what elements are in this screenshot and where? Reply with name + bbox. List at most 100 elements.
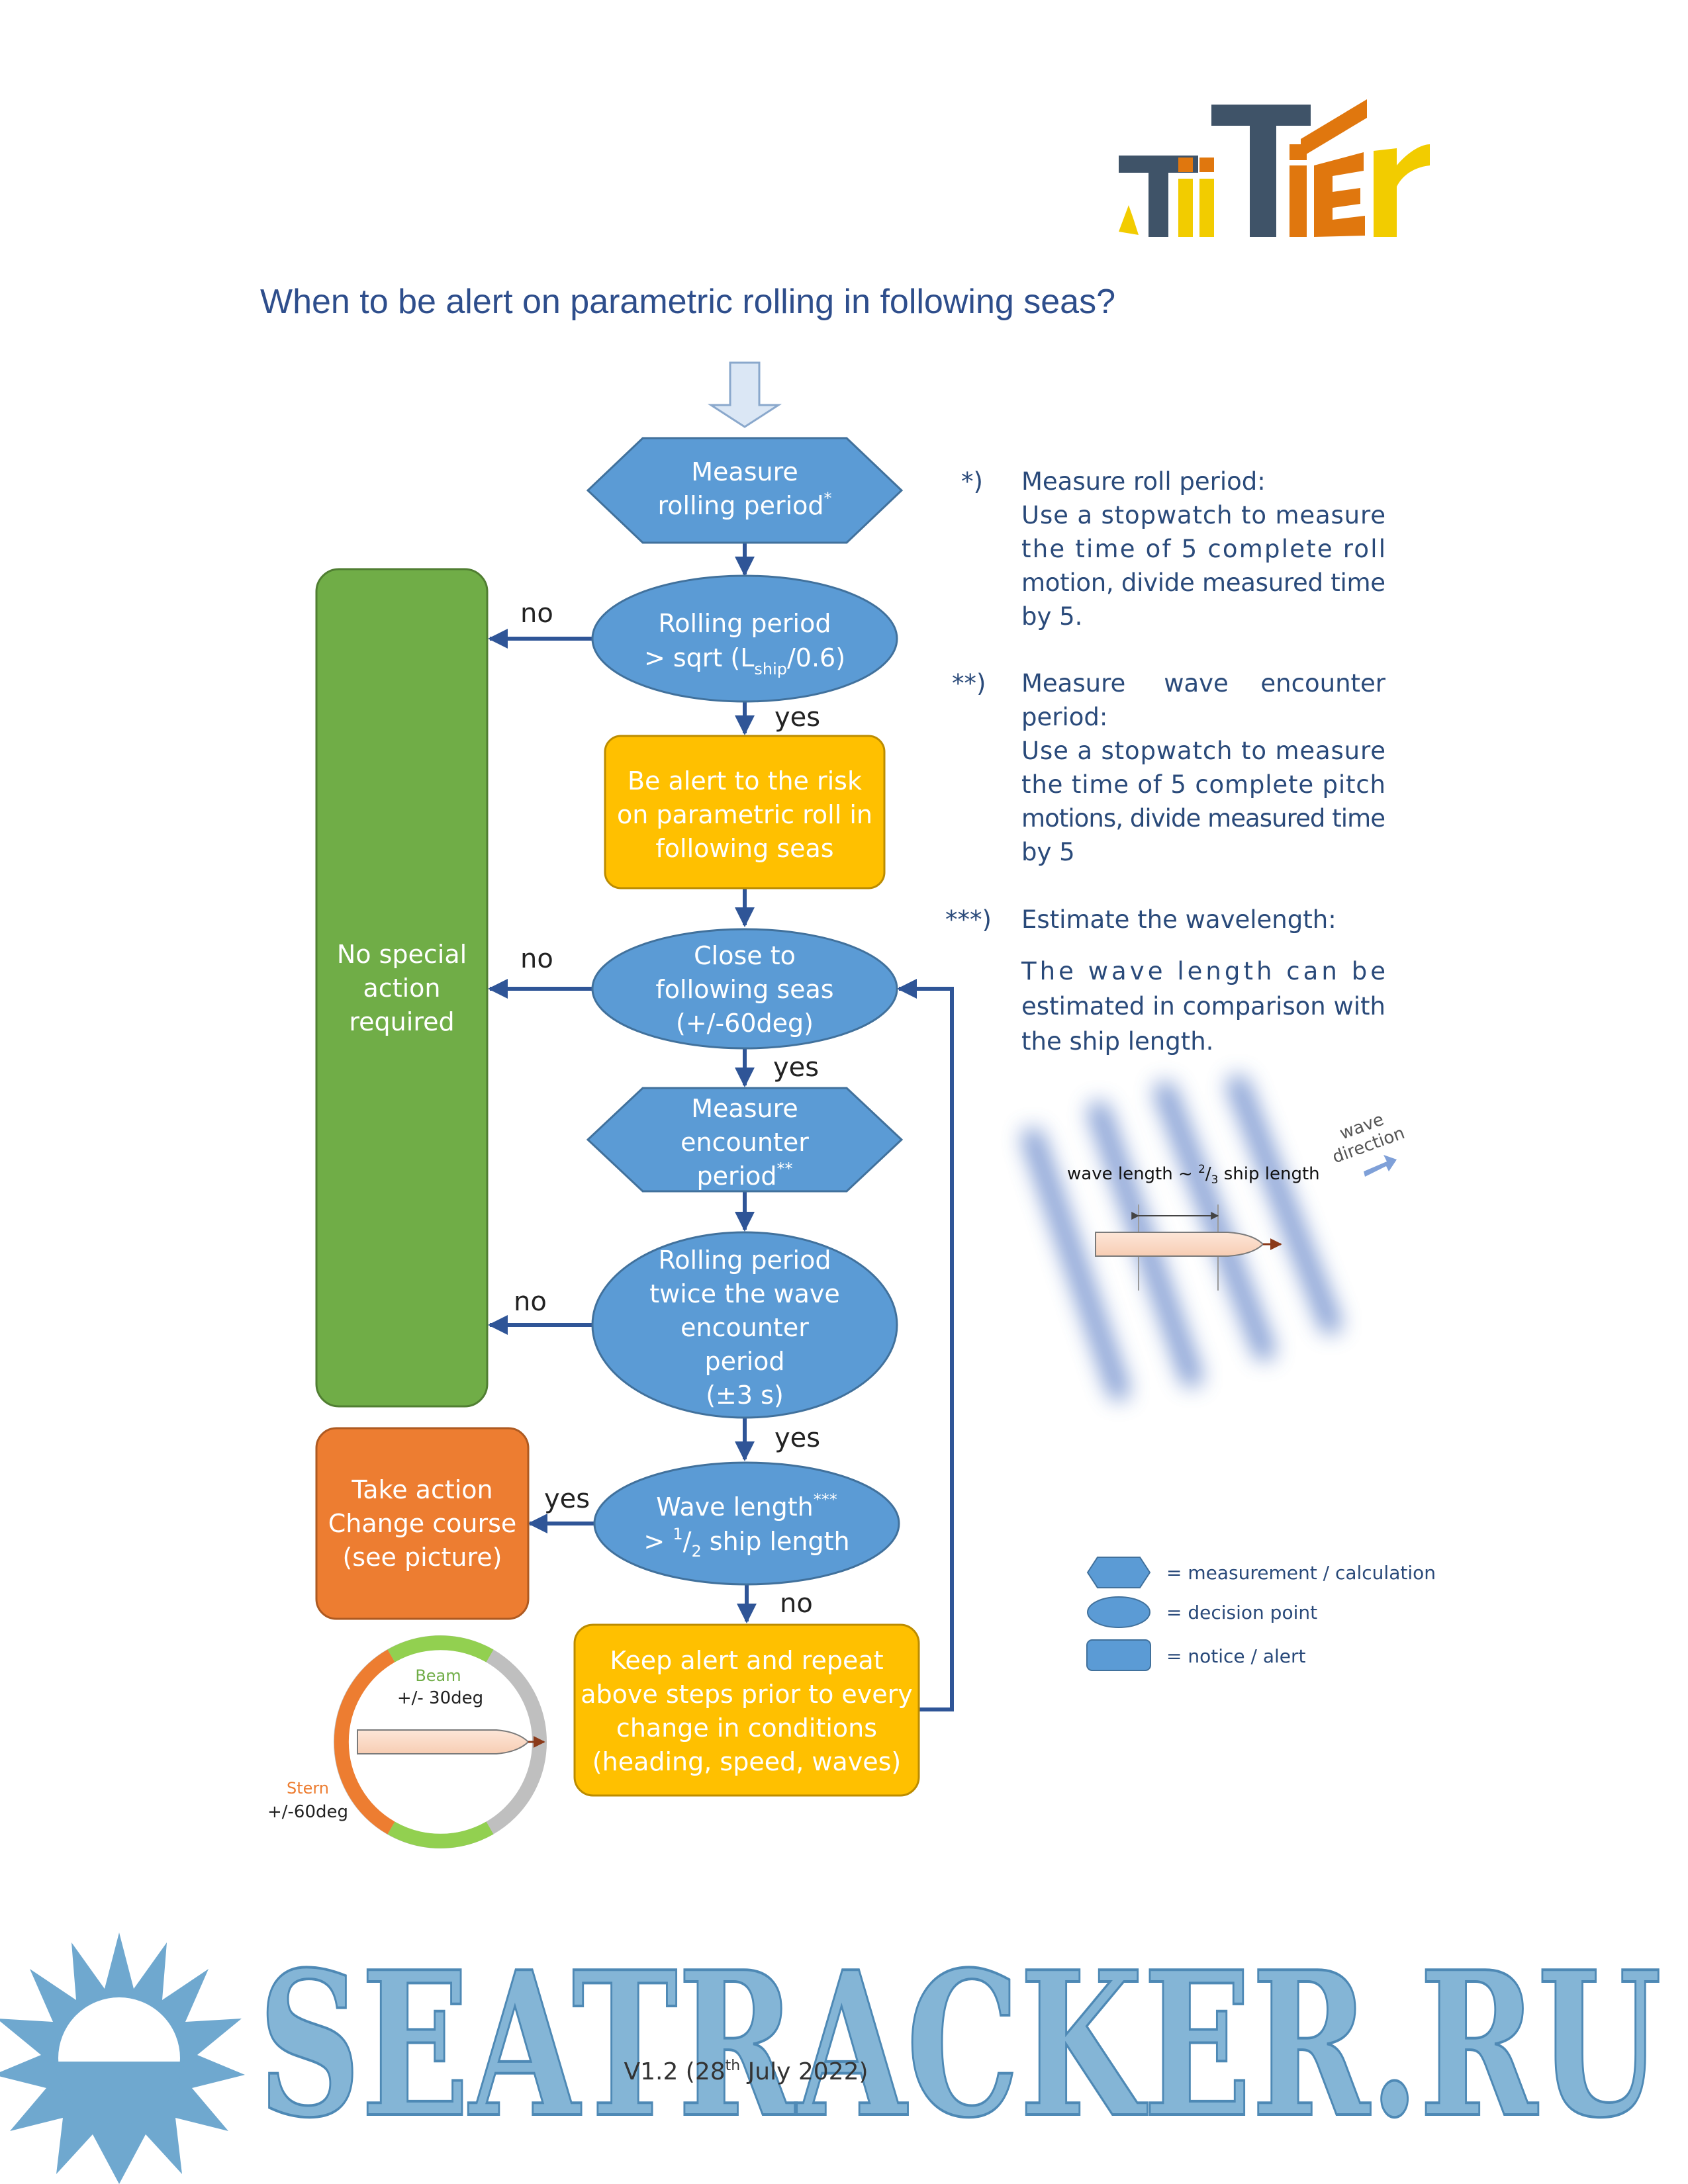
logo-swoosh [1119, 205, 1139, 235]
keep-alert-line-1: Keep alert and repeat [610, 1646, 883, 1675]
no-action-line-1: No special [337, 940, 467, 969]
decision2-yes-label: yes [773, 1052, 819, 1083]
decision3-no-label: no [514, 1287, 547, 1317]
keep-alert-box: Keep alert and repeat above steps prior … [573, 1623, 920, 1797]
page-title: When to be alert on parametric rolling i… [260, 283, 1115, 321]
sector-beam-top [387, 1635, 494, 1662]
footnotes: *) Measure roll period: Use a stopwatch … [945, 467, 1386, 1056]
decision2-shape [591, 928, 898, 1050]
decision-close-to-following-seas: Close to following seas (+/-60deg) [591, 928, 898, 1050]
keep-alert-line-2: above steps prior to every [581, 1680, 913, 1709]
beam-range-label: +/- 30deg [397, 1688, 483, 1708]
decision1-shape [591, 574, 898, 703]
decision2-line-3: (+/-60deg) [676, 1009, 814, 1038]
decision-twice-encounter-period: Rolling period twice the wave encounter … [591, 1231, 898, 1419]
start-arrow [707, 361, 782, 428]
ship-hull-small [357, 1729, 530, 1754]
stern-range-label: +/-60deg [267, 1802, 348, 1822]
decision3-line-4: period [704, 1347, 784, 1376]
note2-title-word-2: wave [1164, 669, 1229, 698]
sector-stern [334, 1649, 395, 1835]
seatracker-watermark: SEATRACKER.RU [0, 1927, 1663, 2184]
measure-encounter-line-2: encounter [680, 1128, 809, 1157]
wave-direction-arrow [1364, 1155, 1397, 1177]
take-action-line-1: Take action [351, 1475, 492, 1504]
logo-r [1374, 144, 1430, 237]
wave-crests [1022, 1075, 1341, 1400]
no-action-shape [315, 568, 489, 1408]
take-action-line-3: (see picture) [342, 1543, 502, 1572]
note3-line-1: The wave length can be [1021, 957, 1385, 985]
alert-box: Be alert to the risk on parametric roll … [604, 735, 886, 889]
decision3-line-2: twice the wave [649, 1279, 840, 1308]
connectors [488, 543, 954, 1711]
decision3-line-1: Rolling period [659, 1246, 831, 1275]
decision3-yes-label: yes [774, 1423, 820, 1453]
decision1-line-1: Rolling period [659, 609, 831, 638]
logo-i2 [1199, 179, 1214, 237]
version-footer: V1.2 (28th July 2022) [624, 2058, 868, 2085]
take-action-box: Take action Change course (see picture) [315, 1427, 530, 1620]
note1-marker: *) [961, 467, 983, 496]
sun-sea [56, 2062, 182, 2124]
sector-beam-bottom [387, 1821, 494, 1848]
sun-icon [0, 1933, 245, 2184]
connector-loop-back [897, 979, 954, 1711]
decision1-line-2: > sqrt (Lship/0.6) [644, 643, 845, 678]
note2-line-5: by 5 [1021, 838, 1075, 866]
watermark-text: SEATRACKER.RU [258, 1928, 1662, 2161]
legend: = measurement / calculation = decision p… [1086, 1557, 1436, 1671]
no-action-line-2: action [363, 974, 441, 1003]
decision4-no-label: no [780, 1588, 813, 1619]
logo-i2-dot [1199, 158, 1214, 172]
wave-direction-label: wavedirection [1323, 1105, 1408, 1167]
keep-alert-shape [573, 1623, 920, 1797]
wave-crest-3 [1154, 1081, 1275, 1361]
tiitier-logo [1119, 99, 1430, 237]
decision-wave-length: Wave length*** > 1/2 ship length [593, 1461, 900, 1586]
decision3-shape [591, 1231, 898, 1419]
course-sector-figure: Beam +/- 30deg Stern +/-60deg [267, 1635, 547, 1848]
note2-marker: **) [952, 669, 986, 698]
legend-rect-icon [1086, 1639, 1151, 1671]
logo-i3 [1289, 165, 1307, 237]
alert-line-3: following seas [655, 834, 833, 863]
decision4-line-2: > 1/2 ship length [643, 1525, 849, 1561]
take-action-line-2: Change course [328, 1509, 517, 1538]
note3-line-3: the ship length. [1021, 1027, 1213, 1056]
no-action-line-3: required [349, 1007, 454, 1036]
note2-line-3: the time of 5 complete pitch [1021, 770, 1385, 799]
wave-crest-1 [1022, 1128, 1129, 1400]
measure-rolling-period-node: Measure rolling period* [586, 437, 904, 544]
alert-line-2: on parametric roll in [617, 800, 872, 829]
logo-t1-stem [1149, 171, 1168, 237]
decision4-yes-label: yes [544, 1484, 590, 1514]
logo-t2-stem [1250, 124, 1276, 237]
logo-e [1314, 152, 1365, 237]
keep-alert-line-4: (heading, speed, waves) [592, 1747, 901, 1776]
note2-line-2: Use a stopwatch to measure [1021, 737, 1385, 765]
ship-hull-large [1095, 1232, 1264, 1257]
measure-rolling-period-shape [586, 437, 904, 544]
decision4-shape [593, 1461, 900, 1586]
measure-encounter-period-node: Measure encounter period** [586, 1087, 904, 1193]
decision1-no-label: no [520, 598, 553, 629]
beam-label: Beam [415, 1666, 461, 1685]
note1-line-3: motion, divide measured time [1021, 569, 1385, 597]
wave-length-figure: wave length ~ 2/3 ship length wavedirect… [1022, 1075, 1408, 1400]
note2-title-word-3: encounter [1260, 669, 1385, 698]
wave-crest-4 [1227, 1075, 1341, 1334]
measure-encounter-line-1: Measure [691, 1094, 798, 1123]
stern-label: Stern [287, 1779, 329, 1797]
take-action-shape [315, 1427, 530, 1620]
keep-alert-line-3: change in conditions [616, 1713, 877, 1743]
legend-measurement-text: = measurement / calculation [1166, 1562, 1436, 1584]
decision2-line-1: Close to [694, 941, 796, 970]
note2-line-4: motions, divide measured time [1021, 804, 1385, 833]
logo-roof [1301, 99, 1367, 158]
decision2-line-2: following seas [655, 975, 833, 1004]
alert-shape [604, 735, 886, 889]
legend-ellipse-icon [1087, 1596, 1150, 1628]
no-action-box: No special action required [315, 568, 489, 1408]
